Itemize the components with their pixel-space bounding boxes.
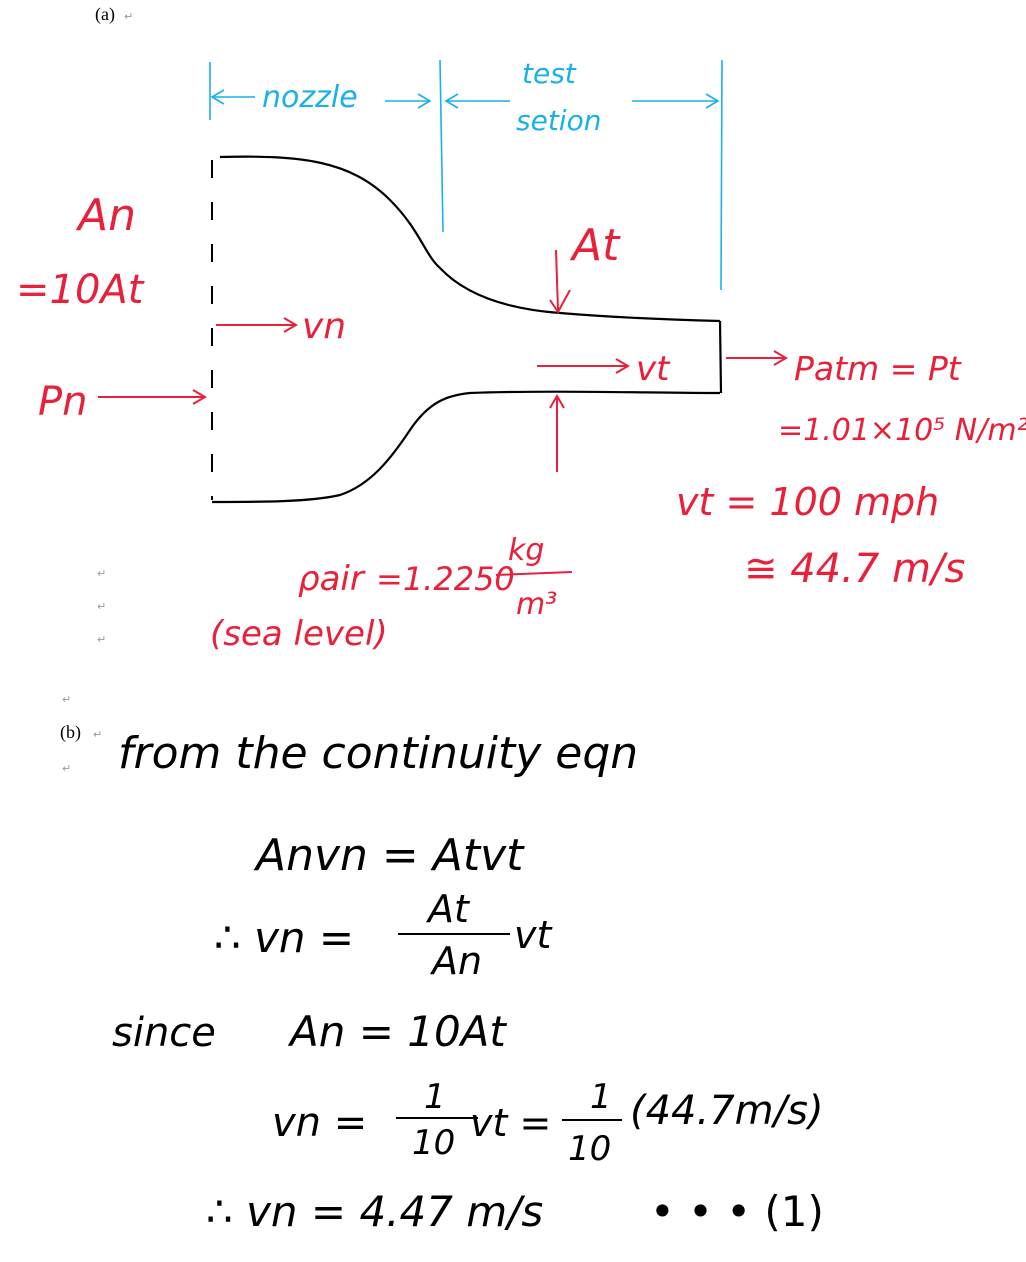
return-mark: ↵ <box>62 762 71 775</box>
red-arrows <box>98 249 788 472</box>
return-mark: ↵ <box>93 728 102 741</box>
density-fraction-bar <box>495 571 573 576</box>
return-mark: ↵ <box>97 600 106 613</box>
velocity-mph-label: vt = 100 mph <box>676 480 939 524</box>
velocity-ms-label: ≅ 44.7 m/s <box>744 546 965 592</box>
equation-2-tail: vt <box>514 913 553 957</box>
pressure-value-label: =1.01×10⁵ N/m² <box>778 413 1026 448</box>
return-mark: ↵ <box>97 633 106 646</box>
since-word: since <box>112 1010 216 1056</box>
equation-3-tail: (44.7m/s) <box>630 1088 824 1134</box>
area-relation-label: =10At <box>16 267 145 313</box>
continuity-intro: from the continuity eqn <box>118 728 638 779</box>
area-test-label: At <box>569 220 621 271</box>
density-value: =1.2250 <box>376 560 515 598</box>
nozzle-label: nozzle <box>262 80 358 115</box>
nozzle-outline <box>211 155 723 504</box>
equation-3-numerator-1: 1 <box>424 1077 446 1117</box>
since-expression: An = 10At <box>287 1007 507 1056</box>
pressure-relation-label: Patm = Pt <box>794 349 962 388</box>
section-label: setion <box>516 104 601 137</box>
equation-2-lhs: ∴ vn = <box>214 913 354 962</box>
equation-3-lhs: vn = <box>272 1100 367 1146</box>
equation-2-numerator: At <box>425 887 471 931</box>
return-mark: ↵ <box>97 567 106 580</box>
density-note: (sea level) <box>210 614 388 654</box>
area-nozzle-label: An <box>75 190 136 241</box>
velocity-test-label: vt <box>636 349 671 389</box>
test-label: test <box>522 57 577 90</box>
part-b-label: (b) <box>60 722 81 743</box>
equation-3-numerator-2: 1 <box>590 1077 612 1117</box>
velocity-nozzle-label: vn <box>302 306 346 347</box>
equation-3-middle: vt = <box>470 1101 551 1145</box>
density-unit-numerator: kg <box>508 533 544 568</box>
density-symbol: ρair <box>298 559 366 599</box>
result-reference: • • • (1) <box>650 1187 824 1236</box>
equation-3-denominator-1: 10 <box>412 1123 455 1163</box>
part-a-label: (a) <box>95 4 115 25</box>
equation-3-denominator-2: 10 <box>568 1129 611 1169</box>
equation-2-denominator: An <box>429 939 482 983</box>
pressure-nozzle-label: Pn <box>38 379 87 425</box>
return-mark: ↵ <box>62 693 71 706</box>
equation-1: Anvn = Atvt <box>253 830 525 881</box>
result-equation: ∴ vn = 4.47 m/s <box>206 1187 543 1236</box>
dimension-lines <box>209 59 723 291</box>
density-unit-denominator: m³ <box>516 587 557 622</box>
return-mark: ↵ <box>124 10 133 23</box>
